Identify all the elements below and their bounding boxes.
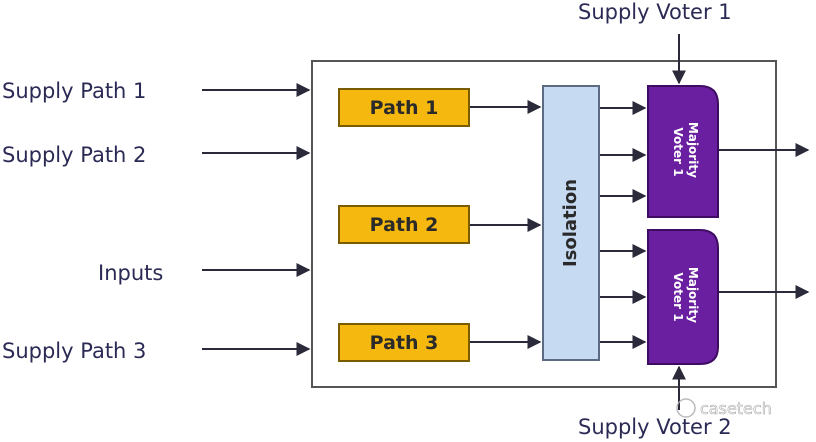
watermark: casetech <box>676 398 772 418</box>
voter-top-line-2: Voter 1 <box>671 127 685 176</box>
voter-top-line-1: Majority <box>686 122 700 178</box>
path-3-block: Path 3 <box>338 323 470 362</box>
watermark-icon <box>676 398 696 418</box>
inputs-label: Inputs <box>98 261 163 285</box>
path-1-block: Path 1 <box>338 88 470 127</box>
path-2-label: Path 2 <box>370 214 439 236</box>
isolation-block: Isolation <box>542 85 600 361</box>
voter-bottom-line-1: Majority <box>686 267 700 323</box>
voter-bottom-text: Majority Voter 1 <box>671 267 700 327</box>
watermark-text: casetech <box>700 399 772 418</box>
supply-path-3-label: Supply Path 3 <box>2 339 146 363</box>
supply-path-2-label: Supply Path 2 <box>2 143 146 167</box>
supply-voter-1-label: Supply Voter 1 <box>578 0 732 24</box>
path-3-label: Path 3 <box>370 332 439 354</box>
majority-voter-bottom: Majority Voter 1 <box>647 229 719 365</box>
supply-voter-2-label: Supply Voter 2 <box>578 415 732 439</box>
supply-path-1-label: Supply Path 1 <box>2 79 146 103</box>
path-2-block: Path 2 <box>338 205 470 244</box>
voter-bottom-line-2: Voter 1 <box>671 272 685 321</box>
path-1-label: Path 1 <box>370 97 439 119</box>
voter-top-text: Majority Voter 1 <box>671 122 700 182</box>
majority-voter-top: Majority Voter 1 <box>647 85 719 218</box>
isolation-label: Isolation <box>560 179 581 267</box>
